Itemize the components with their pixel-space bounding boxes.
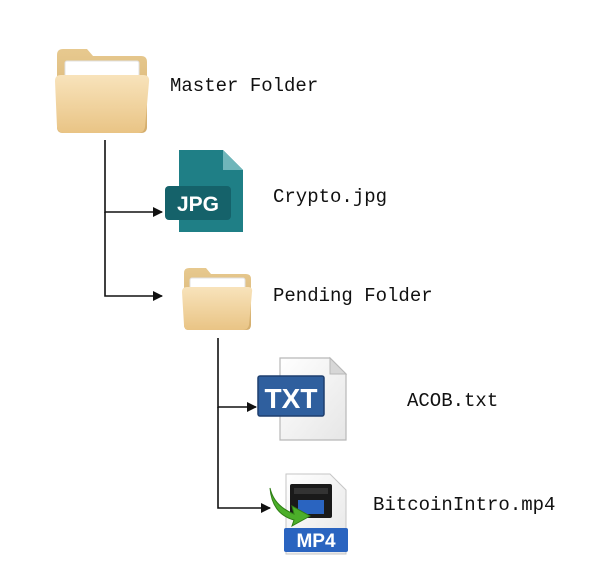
mp4-badge-text: MP4 xyxy=(296,531,336,552)
connector-pending-to-acob xyxy=(217,338,257,412)
txt-file-icon: TXT xyxy=(257,356,348,441)
connector-pending-to-bitcoin xyxy=(217,407,271,513)
txt-badge-text: TXT xyxy=(265,383,318,414)
crypto-file-label: Crypto.jpg xyxy=(273,186,387,208)
pending-folder-icon xyxy=(182,268,253,330)
connector-master-to-crypto xyxy=(104,140,163,217)
bitcoin-file-label: BitcoinIntro.mp4 xyxy=(373,494,555,516)
jpg-file-icon: JPG xyxy=(165,150,243,232)
connectors xyxy=(104,140,271,513)
mp4-file-icon: MP4 xyxy=(269,473,348,555)
jpg-badge-text: JPG xyxy=(177,193,219,216)
pending-folder-label: Pending Folder xyxy=(273,285,433,307)
acob-file-label: ACOB.txt xyxy=(407,390,498,412)
master-folder-icon xyxy=(55,49,150,133)
master-folder-label: Master Folder xyxy=(170,75,318,97)
connector-master-to-pending xyxy=(104,212,163,301)
